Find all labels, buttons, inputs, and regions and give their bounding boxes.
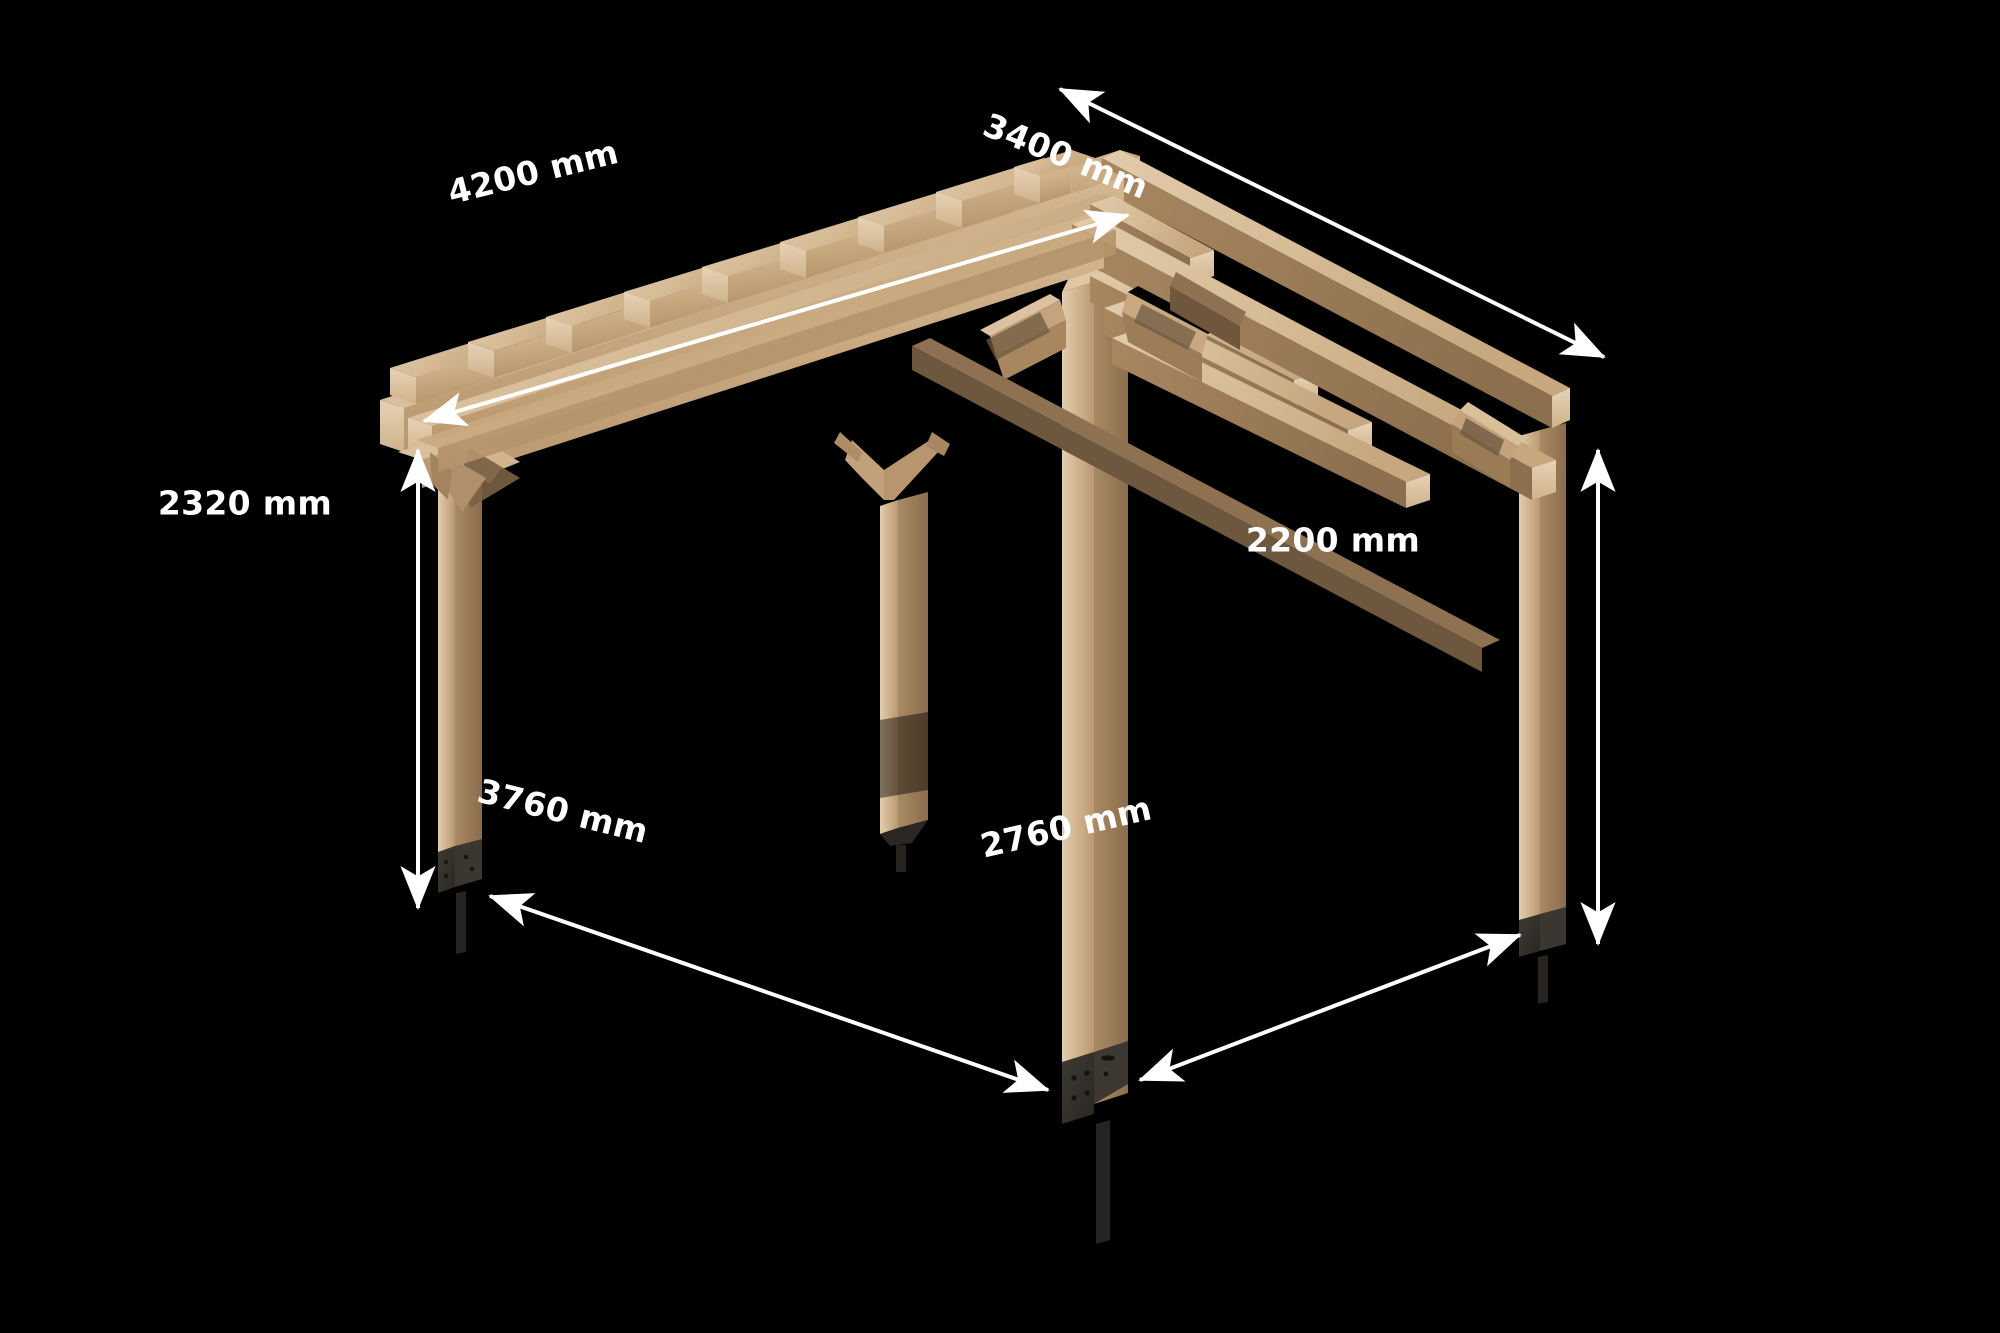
post-right (1519, 423, 1566, 1004)
dimension-line-2760 (1138, 933, 1522, 1082)
post-rear-left (834, 432, 950, 872)
dimension-lines (400, 87, 1616, 1093)
dimension-label-2200: 2200 mm (1245, 520, 1421, 560)
dimension-line-3400 (1058, 87, 1606, 359)
knee-brace-front-left (980, 294, 1066, 380)
dimension-line-4200 (422, 209, 1130, 427)
post-left (438, 423, 482, 954)
post-front (1062, 262, 1128, 1244)
pergola-structure (380, 150, 1570, 1244)
dimension-line-3760 (488, 893, 1050, 1093)
dimension-label-2320: 2320 mm (157, 483, 333, 523)
knee-brace-right (1452, 402, 1526, 488)
